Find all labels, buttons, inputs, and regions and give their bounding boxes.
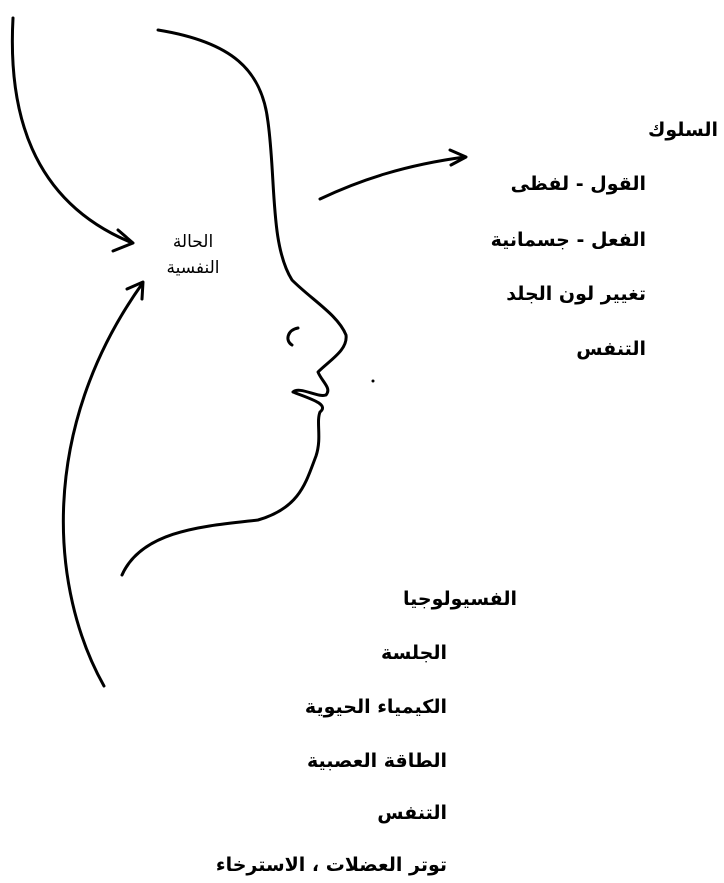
physiology-title: الفسيولوجيا [403,586,517,612]
physiology-item-breathing: التنفس [377,800,447,826]
head-profile-outline [122,30,346,575]
arrow-physiology-to-state [63,284,142,686]
arrow-state-to-behavior [320,157,465,199]
physiology-item-neural-energy: الطاقة العصبية [307,748,447,774]
behavior-item-verbal: القول - لفظى [511,171,646,197]
nostril-mark [288,328,298,345]
behavior-item-skin-color: تغيير لون الجلد [506,281,646,307]
psychological-state-label: الحالة النفسية [138,229,248,281]
stray-dot [372,380,375,383]
behavior-item-breathing: التنفس [576,336,646,362]
arrow-into-state [12,18,130,242]
state-label-line2: النفسية [138,255,248,281]
physiology-item-biochemistry: الكيمياء الحيوية [305,694,447,720]
behavior-item-physical: الفعل - جسمانية [491,227,646,253]
state-label-line1: الحالة [138,229,248,255]
behavior-title: السلوك [648,117,718,143]
physiology-item-posture: الجلسة [381,640,447,666]
physiology-item-muscle-tension: توتر العضلات ، الاسترخاء [216,852,447,878]
